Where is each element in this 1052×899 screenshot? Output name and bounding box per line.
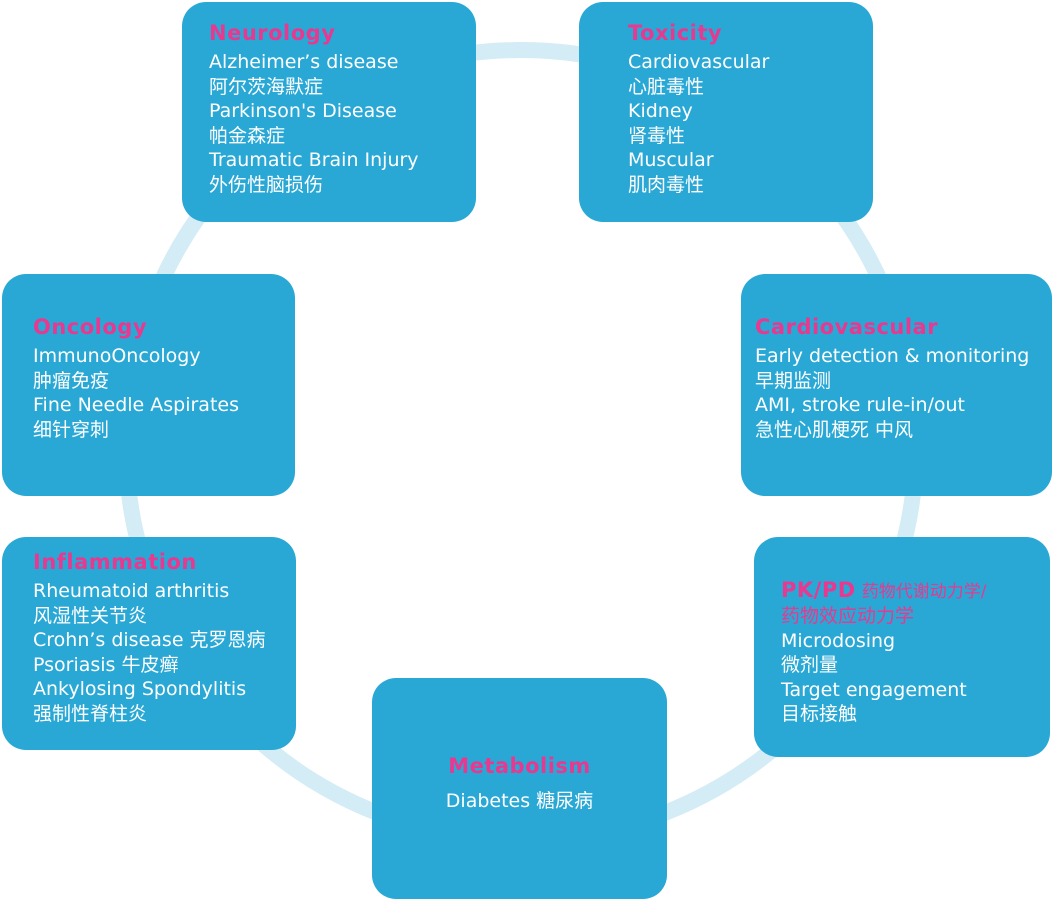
node-neurology-line: 帕金森症 [209, 124, 286, 147]
node-pkpd-subtitle: 药物效应动力学 [781, 605, 915, 627]
node-neurology-line: Alzheimer’s disease [209, 51, 399, 73]
node-toxicity-line: 肾毒性 [628, 124, 686, 147]
node-neurology-title: Neurology [209, 21, 336, 45]
node-inflammation-line: Rheumatoid arthritis [33, 580, 230, 602]
node-toxicity-line: Cardiovascular [628, 51, 770, 73]
node-neurology-line: 阿尔茨海默症 [209, 75, 324, 98]
node-inflammation-title: Inflammation [33, 550, 197, 574]
node-neurology-line: Parkinson's Disease [209, 100, 397, 122]
node-oncology-line: ImmunoOncology [33, 345, 201, 367]
node-pkpd-line: 目标接触 [781, 703, 858, 725]
node-metabolism: Metabolism Diabetes 糖尿病 [372, 678, 667, 899]
node-inflammation-line: 风湿性关节炎 [33, 604, 148, 627]
node-inflammation-line: Psoriasis 牛皮癣 [33, 653, 179, 676]
node-pkpd-title: PK/PD [781, 578, 856, 602]
node-toxicity-line: Kidney [628, 100, 693, 122]
node-toxicity-line: 心脏毒性 [628, 75, 705, 98]
node-cardiovascular-title: Cardiovascular [755, 315, 939, 339]
node-neurology: Neurology Alzheimer’s disease 阿尔茨海默症 Par… [182, 2, 476, 222]
node-metabolism-title: Metabolism [448, 754, 591, 778]
node-inflammation-line: Ankylosing Spondylitis [33, 678, 247, 700]
node-oncology-line: 肿瘤免疫 [33, 369, 110, 392]
node-pkpd: PK/PD 药物代谢动力学/ 药物效应动力学 Microdosing 微剂量 T… [754, 537, 1050, 757]
node-cardiovascular-line: AMI, stroke rule-in/out [755, 394, 966, 416]
node-inflammation-line: 强制性脊柱炎 [33, 702, 148, 725]
node-inflammation: Inflammation Rheumatoid arthritis 风湿性关节炎… [2, 537, 296, 750]
node-toxicity-line: 肌肉毒性 [628, 173, 705, 196]
node-pkpd-line: 微剂量 [781, 654, 839, 676]
node-cardiovascular: Cardiovascular Early detection & monitor… [741, 274, 1052, 496]
node-pkpd-line: Microdosing [781, 629, 896, 652]
node-pkpd-line: Target engagement [781, 678, 967, 701]
node-pkpd-header: PK/PD 药物代谢动力学/ [781, 577, 1050, 604]
node-cardiovascular-line: 早期监测 [755, 369, 832, 392]
node-cardiovascular-line: 急性心肌梗死 中风 [755, 418, 914, 441]
node-cardiovascular-line: Early detection & monitoring [755, 345, 1030, 367]
node-neurology-line: Traumatic Brain Injury [209, 149, 419, 171]
node-oncology: Oncology ImmunoOncology 肿瘤免疫 Fine Needle… [2, 274, 295, 496]
node-metabolism-line: Diabetes 糖尿病 [445, 790, 594, 812]
node-pkpd-subtitle: 药物代谢动力学/ [861, 582, 987, 602]
node-toxicity-title: Toxicity [628, 21, 723, 45]
node-toxicity: Toxicity Cardiovascular 心脏毒性 Kidney 肾毒性 … [579, 2, 873, 222]
node-oncology-title: Oncology [33, 315, 148, 339]
node-toxicity-line: Muscular [628, 149, 714, 171]
node-inflammation-line: Crohn’s disease 克罗恩病 [33, 629, 266, 651]
node-neurology-line: 外伤性脑损伤 [209, 173, 324, 196]
node-oncology-line: 细针穿刺 [33, 418, 110, 441]
node-oncology-line: Fine Needle Aspirates [33, 394, 239, 416]
